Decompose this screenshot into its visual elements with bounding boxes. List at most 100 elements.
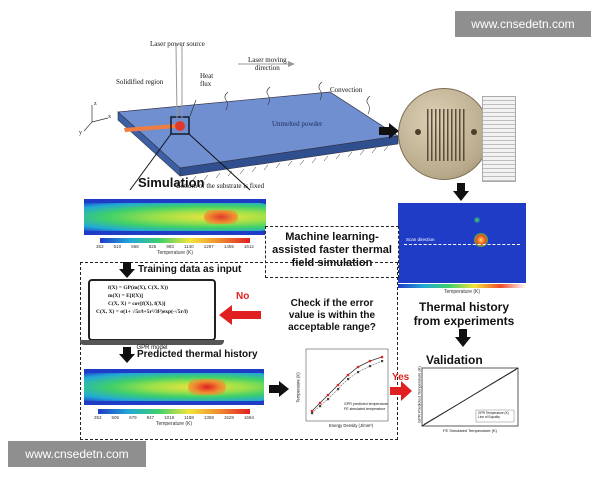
line-chart-xlabel: Energy Density (J/mm³) [329, 423, 373, 428]
plate-hole-left [415, 129, 421, 135]
label-bottom-fixed: Bottom of the substrate is fixed [176, 182, 265, 190]
label-convection: Convection [330, 86, 363, 94]
label-laser-power-source: Laser power source [150, 40, 205, 48]
right-arrow-1 [379, 123, 399, 139]
scan-direction-label: Scan direction [406, 237, 435, 242]
chart-plot-area [305, 348, 389, 422]
validation-chart [421, 367, 519, 427]
plate-tracks [427, 109, 465, 161]
hot-spot [474, 233, 488, 247]
axis-y-line [83, 121, 93, 132]
right-arrow-chart [269, 381, 289, 397]
heat-flux-arrow [189, 99, 197, 117]
convection-arrow-1 [224, 91, 229, 111]
plate-hole-right [471, 129, 477, 135]
experiment-label: Thermal history from experiments [413, 300, 515, 328]
scan-direction-line [404, 244, 520, 245]
down-arrow-predicted [119, 347, 135, 363]
simulation-colorbar-title: Temperature (K) [156, 250, 194, 256]
sim-tick: 353 [96, 244, 104, 249]
experiment-colorbar [398, 284, 526, 288]
gpr-points-line [423, 369, 517, 425]
sim-tick: 1455 [223, 244, 234, 249]
laser-beam-left [175, 44, 178, 119]
laser-track [124, 124, 176, 132]
watermark-top: www.cnsedetn.com [455, 11, 591, 37]
equation-4: C(X, X) = σ(1+ √5r/l+5r²/3l²)exp(-√5r/l) [96, 309, 188, 315]
experiment-axis-title: Temperature (K) [443, 289, 481, 295]
sim-tick: 1297 [203, 244, 214, 249]
simulation-title: Simulation [138, 175, 205, 190]
axis-x-line [91, 117, 109, 123]
ruler-photo [482, 96, 516, 182]
label-laser-moving-direction: Laser moving direction [248, 56, 287, 72]
legend-fe: FE simulated temperature [344, 407, 386, 411]
experiment-thermal-image: Scan direction [398, 203, 526, 283]
sim-tick: 825 [148, 244, 157, 249]
line-chart-ylabel: Temperature (K) [295, 372, 301, 403]
yes-label: Yes [392, 372, 410, 383]
predicted-hot-zone [188, 379, 226, 395]
predicted-label: Predicted thermal history [137, 349, 258, 360]
legend-gpr: GPR predicted temperature [344, 402, 388, 406]
gpr-model-label: GPR model [136, 345, 168, 351]
convection-arrow-4 [366, 95, 371, 115]
ml-assisted-label: Machine learning- assisted faster therma… [265, 226, 399, 278]
pred-tick: 847 [146, 415, 155, 420]
zoom-line-left [129, 133, 172, 191]
gpr-model-screen: f(X) = GP(m(X), C(X, X)) m(X) = E[f(X)] … [88, 279, 216, 341]
down-arrow-validation [455, 329, 471, 347]
line-chart-legend: GPR predicted temperature FE simulated t… [344, 402, 388, 412]
equation-1: f(X) = GP(m(X), C(X, X)) [108, 285, 168, 291]
pred-tick: 1359 [203, 415, 214, 420]
label-solidified-region: Solidified region [116, 78, 164, 86]
zoom-line-right [188, 133, 251, 191]
sim-tick: 1140 [183, 244, 194, 249]
convection-arrow-2 [266, 86, 271, 106]
label-heat-flux: Heat flux [200, 72, 214, 88]
pred-tick: 1188 [184, 415, 194, 420]
yes-arrow [390, 381, 412, 401]
pred-tick: 1529 [223, 415, 234, 420]
check-error-text: Check if the error value is within the a… [288, 298, 376, 333]
sample-plate-photo [398, 88, 490, 180]
training-label: Training data as input [138, 264, 242, 275]
axis-z-label: z [94, 101, 97, 107]
comparison-line-chart [305, 348, 389, 422]
predicted-thermal-field [84, 369, 264, 405]
pred-tick: 1694 [243, 415, 254, 420]
simulation-hot-zone [204, 210, 238, 224]
sim-tick: 668 [131, 244, 139, 249]
pred-tick: 679 [129, 415, 137, 420]
validation-xlabel: FE Simulated Temperature (K) [443, 428, 497, 433]
sim-tick: 510 [113, 244, 122, 249]
gpr-laptop-base [80, 340, 224, 345]
pred-tick: 1018 [164, 415, 175, 420]
predicted-colorbar [98, 409, 250, 414]
no-label: No [236, 291, 250, 302]
series-fe-line [311, 360, 383, 414]
predicted-colorbar-title: Temperature (K) [155, 421, 193, 427]
equation-3: C(X, X) = cov[f(X), f(X)] [108, 301, 166, 307]
direction-arrow-head [288, 61, 295, 67]
convection-arrow-3 [318, 81, 323, 101]
axis-x-label: x [108, 114, 111, 120]
simulation-thermal-field [84, 199, 266, 235]
series-gpr-markers [310, 355, 384, 413]
no-arrow [219, 305, 261, 325]
sim-tick: 1612 [243, 244, 254, 249]
predicted-heat-plume [84, 373, 264, 401]
label-unmelted-powder: Unmelted powder [272, 120, 323, 128]
validation-legend: GPR Temperature (K) Line of Equality [478, 411, 509, 420]
simulation-colorbar-ticks: 353 510 668 825 983 1140 1297 1455 1612 [96, 244, 254, 249]
validation-legend-equality: Line of Equality [478, 415, 500, 420]
series-gpr-line [311, 356, 383, 412]
sim-tick: 983 [166, 244, 174, 249]
axis-y-label: y [79, 130, 82, 136]
substrate-front-face [179, 135, 399, 177]
pred-tick: 353 [94, 415, 102, 420]
watermark-bottom: www.cnsedetn.com [8, 441, 146, 467]
fixed-bottom-hatch [179, 145, 389, 184]
melt-pool [175, 121, 185, 131]
small-spot [474, 217, 480, 223]
